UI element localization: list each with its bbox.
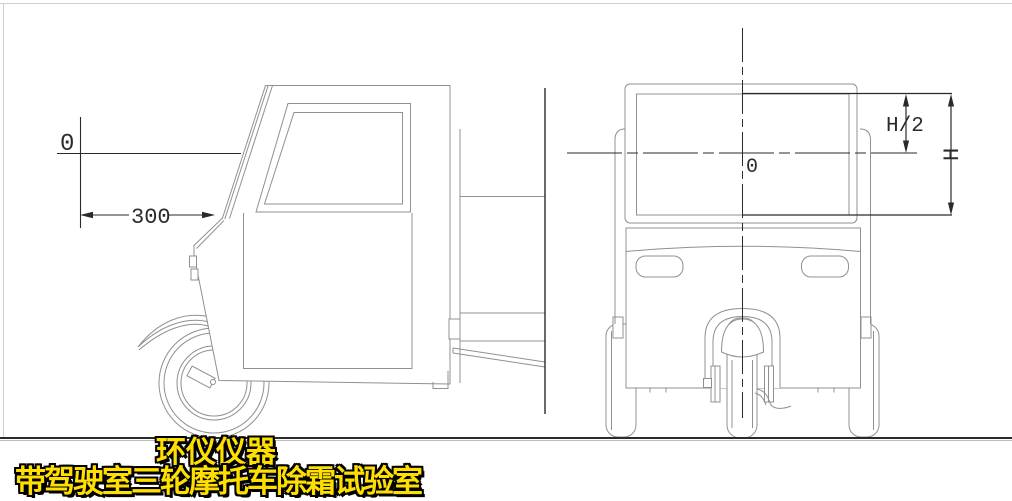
ground-line <box>0 437 1012 441</box>
left-headlight <box>635 255 684 278</box>
arrowhead-h2-top <box>902 94 910 107</box>
arrowhead-h-top <box>947 94 955 107</box>
side-view-drawing <box>137 85 546 439</box>
front-view-center-wheel <box>703 317 792 439</box>
arrowhead-h-bottom <box>947 202 955 215</box>
front-fender <box>137 314 211 351</box>
hood-curve <box>625 245 861 252</box>
dimension-300 <box>80 211 215 219</box>
arrowhead-left <box>80 211 93 219</box>
height-label: H <box>940 148 965 161</box>
dimension-height-group <box>742 92 955 216</box>
underbody-ticks <box>649 388 835 393</box>
cab-side-pillars <box>614 128 871 324</box>
right-headlight <box>801 255 849 278</box>
door-panel <box>243 213 413 369</box>
kick-pedal <box>186 365 216 389</box>
arrowhead-right <box>202 211 215 219</box>
door-window <box>255 103 411 213</box>
cab-outline <box>193 85 451 385</box>
door-hinges <box>189 255 199 281</box>
front-center-zero-label: 0 <box>746 156 758 179</box>
brand-watermark: 环仪仪器 <box>156 435 276 470</box>
offset-300-label: 300 <box>131 205 171 230</box>
cargo-body <box>432 129 546 389</box>
dimension-datum-left <box>57 117 241 228</box>
cab-windshield-edge <box>196 85 273 249</box>
page-border <box>0 3 1012 437</box>
datum-zero-label: 0 <box>60 131 74 158</box>
half-height-label: H/2 <box>886 115 924 138</box>
drawing-title-watermark: 带驾驶室三轮摩托车除霜试验室 <box>15 464 423 500</box>
arrowhead-h2-bottom <box>902 140 910 153</box>
